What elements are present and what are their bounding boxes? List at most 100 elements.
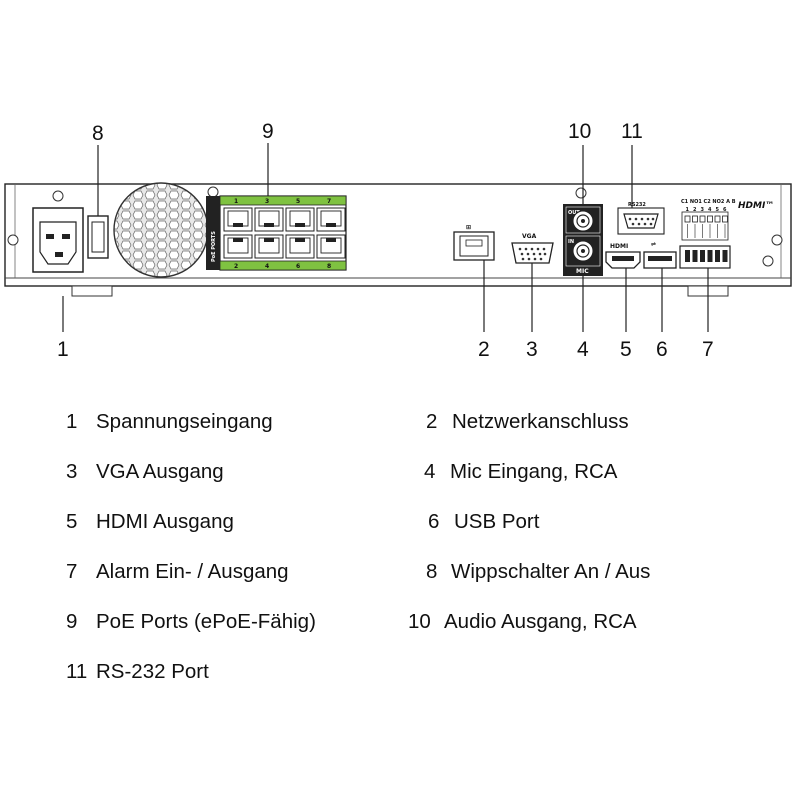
screw-icon [762, 255, 774, 267]
legend-text: USB Port [454, 510, 540, 533]
screw-icon [52, 190, 64, 202]
alarm-slot [699, 215, 706, 223]
network-port: ⊞ [453, 224, 495, 261]
legend-item-4: 4 Mic Eingang, RCA [424, 460, 617, 484]
legend-number: 6 [428, 510, 440, 533]
legend-item-2: 2 Netzwerkanschluss [426, 410, 629, 434]
callout-3: 3 [526, 338, 538, 361]
alarm-slot [707, 215, 713, 223]
rear-panel-diagram: PoE PORTS 1 3 5 7 2 4 6 8 ⊞ VGA OUT [4, 120, 792, 361]
callout-6: 6 [656, 338, 668, 361]
callout-8: 8 [92, 122, 104, 145]
legend-text: HDMI Ausgang [96, 510, 234, 533]
callout-9: 9 [262, 120, 274, 143]
legend-item-6: 6 USB Port [428, 510, 539, 534]
poe-port-number: 2 [234, 263, 238, 270]
poe-port-number: 3 [265, 198, 269, 205]
poe-port [285, 234, 315, 259]
vga-port: VGA [511, 233, 554, 264]
alarm-slot [692, 215, 698, 223]
poe-port [254, 234, 284, 259]
legend-text: VGA Ausgang [96, 460, 224, 483]
callout-lines [62, 143, 709, 332]
poe-port-number: 7 [327, 198, 331, 205]
legend-text: Spannungseingang [96, 410, 273, 433]
alarm-slot [684, 215, 691, 223]
callout-7: 7 [702, 338, 714, 361]
alarm-pin [707, 250, 713, 262]
poe-port [316, 207, 346, 232]
callout-5: 5 [620, 338, 632, 361]
legend-number: 4 [424, 460, 436, 483]
poe-port-number: 1 [234, 198, 238, 205]
legend-number: 8 [426, 560, 438, 583]
screw-icon [575, 187, 587, 199]
callout-2: 2 [478, 338, 490, 361]
screws [7, 186, 783, 267]
alarm-pin [722, 250, 728, 262]
poe-port-number: 5 [296, 198, 300, 205]
poe-port [316, 234, 346, 259]
callout-4: 4 [577, 338, 589, 361]
alarm-number: 6 [723, 207, 727, 213]
legend-item-3: 3 VGA Ausgang [66, 460, 224, 484]
alarm-number: 5 [716, 207, 720, 213]
audio-block: OUT IN MIC [563, 204, 603, 276]
legend-text: PoE Ports (ePoE-Fähig) [96, 610, 316, 633]
legend-text: Mic Eingang, RCA [450, 460, 618, 483]
alarm-number: 3 [701, 207, 705, 213]
power-inlet [32, 207, 84, 273]
rs232-label: RS232 [628, 202, 646, 208]
hdmi-logo: HDMI™ [738, 201, 774, 211]
rs232-port: RS232 [617, 202, 665, 235]
out-label: OUT [568, 210, 580, 216]
alarm-number: 1 [686, 207, 690, 213]
legend-text: Wippschalter An / Aus [451, 560, 651, 583]
legend-item-11: 11 RS-232 Port [66, 660, 209, 684]
alarm-header: C1 NO1 C2 NO2 A B [681, 199, 736, 205]
fan-grille [113, 182, 209, 278]
alarm-pin [700, 250, 705, 262]
legend-number: 9 [66, 610, 78, 633]
legend-number: 5 [66, 510, 78, 533]
screw-icon [207, 186, 219, 198]
poe-label: PoE PORTS [211, 231, 217, 262]
poe-port [223, 234, 253, 259]
in-label: IN [568, 239, 574, 245]
legend-item-9: 9 PoE Ports (ePoE-Fähig) [66, 610, 316, 634]
legend-number: 11 [66, 660, 88, 683]
legend-item-8: 8 Wippschalter An / Aus [426, 560, 650, 584]
poe-port-block: PoE PORTS 1 3 5 7 2 4 6 8 [206, 195, 347, 271]
legend-item-5: 5 HDMI Ausgang [66, 510, 234, 534]
legend-text: RS-232 Port [96, 660, 209, 683]
legend-number: 7 [66, 560, 78, 583]
poe-port-number: 8 [327, 263, 331, 270]
hdmi-port: HDMI [605, 243, 641, 269]
screw-icon [7, 234, 19, 246]
callout-11: 11 [621, 120, 643, 143]
alarm-slot [722, 215, 728, 223]
legend-number: 10 [408, 610, 431, 633]
poe-port-number: 4 [265, 263, 269, 270]
legend-text: Netzwerkanschluss [452, 410, 629, 433]
legend-number: 2 [426, 410, 438, 433]
usb-port: ⇌ [643, 241, 677, 269]
poe-port [223, 207, 253, 232]
alarm-number: 2 [693, 207, 697, 213]
legend-number: 3 [66, 460, 78, 483]
poe-port [285, 207, 315, 232]
usb-icon: ⇌ [651, 241, 656, 248]
alarm-pin [715, 250, 720, 262]
poe-port-number: 6 [296, 263, 300, 270]
vga-label: VGA [522, 233, 537, 240]
poe-port [254, 207, 284, 232]
alarm-pin [692, 250, 698, 262]
mic-label: MIC [576, 268, 589, 275]
network-icon: ⊞ [466, 224, 471, 231]
callout-1: 1 [57, 338, 69, 361]
screw-icon [771, 234, 783, 246]
